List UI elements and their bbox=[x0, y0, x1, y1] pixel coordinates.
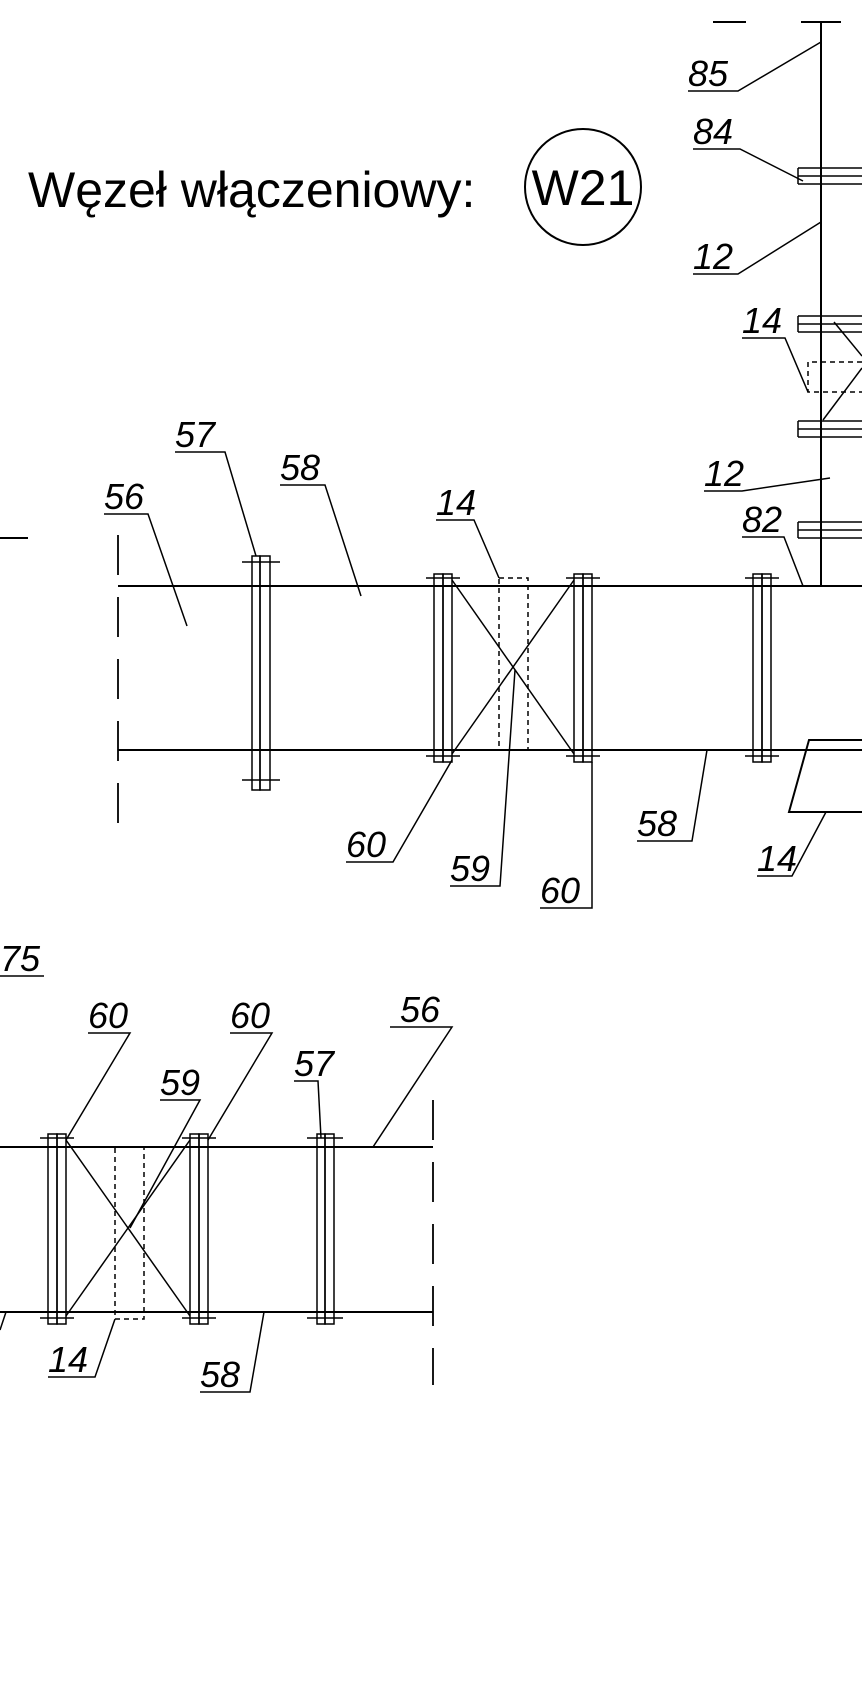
label-12: 12 bbox=[704, 453, 744, 494]
label-60: 60 bbox=[88, 995, 128, 1036]
label-60: 60 bbox=[540, 870, 580, 911]
label-59: 59 bbox=[160, 1062, 200, 1103]
label-59: 59 bbox=[450, 848, 490, 889]
vertical-branch bbox=[713, 21, 862, 586]
label-57: 57 bbox=[175, 414, 217, 455]
label-82: 82 bbox=[742, 499, 782, 540]
label-14: 14 bbox=[757, 838, 797, 879]
diagram-title: Węzeł włączeniowy: bbox=[28, 162, 475, 218]
label-58: 58 bbox=[637, 803, 677, 844]
label-75: 75 bbox=[0, 938, 41, 979]
label-14: 14 bbox=[742, 300, 782, 341]
label-58: 58 bbox=[280, 447, 320, 488]
label-14: 14 bbox=[436, 482, 476, 523]
lower-pipe-assembly bbox=[0, 1100, 434, 1385]
label-58: 58 bbox=[200, 1354, 240, 1395]
label-60: 60 bbox=[230, 995, 270, 1036]
label-12: 12 bbox=[693, 236, 733, 277]
leader-lines bbox=[0, 41, 831, 1393]
upper-pipe-assembly bbox=[0, 535, 862, 840]
label-84: 84 bbox=[693, 111, 733, 152]
label-60: 60 bbox=[346, 824, 386, 865]
node-id-circle bbox=[524, 128, 642, 246]
label-56: 56 bbox=[400, 989, 441, 1030]
part-labels: 85 84 12 14 12 82 57 58 56 14 60 59 60 5… bbox=[0, 53, 797, 1395]
label-14: 14 bbox=[48, 1339, 88, 1380]
label-57: 57 bbox=[294, 1043, 336, 1084]
label-56: 56 bbox=[104, 476, 145, 517]
label-85: 85 bbox=[688, 53, 729, 94]
node-id: W21 bbox=[532, 160, 635, 216]
